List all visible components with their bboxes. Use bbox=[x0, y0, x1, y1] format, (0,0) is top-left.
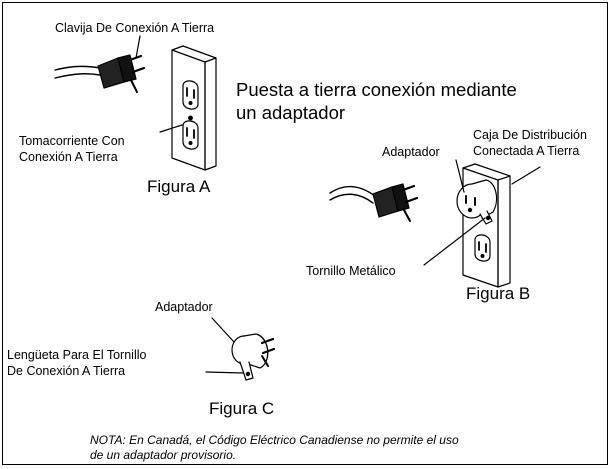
tab-label-line2: De Conexión A Tierra bbox=[7, 364, 126, 378]
figure-c-adapter-illustration bbox=[205, 317, 276, 381]
figure-a-caption: Figura A bbox=[147, 177, 211, 196]
box-label-line1: Caja De Distribución bbox=[473, 128, 587, 142]
screw-label: Tornillo Metálico bbox=[306, 264, 396, 278]
figure-b-plug-illustration bbox=[329, 183, 419, 222]
figure-b-caption: Figura B bbox=[466, 284, 531, 303]
tab-label-line1: Lengüeta Para El Tornillo bbox=[7, 348, 147, 362]
figure-b-adapter-label: Adaptador bbox=[382, 145, 440, 159]
plug-label: Clavija De Conexión A Tierra bbox=[55, 21, 215, 35]
note-line2: de un adaptador provisorio. bbox=[90, 448, 237, 462]
figure-c-caption: Figura C bbox=[209, 399, 275, 418]
grounded-plug-illustration bbox=[54, 35, 146, 93]
box-label-line2: Conectada A Tierra bbox=[473, 144, 580, 158]
grounded-outlet-illustration bbox=[159, 45, 217, 171]
diagram-border bbox=[2, 2, 608, 465]
figure-b-outlet-with-adapter bbox=[423, 159, 541, 288]
heading-line2: un adaptador bbox=[236, 102, 346, 123]
heading-line1: Puesta a tierra conexión mediante bbox=[236, 79, 517, 100]
outlet-label-line1: Tomacorriente Con bbox=[19, 134, 125, 148]
note-line1: NOTA: En Canadá, el Código Eléctrico Can… bbox=[90, 433, 459, 447]
figure-c-adapter-label: Adaptador bbox=[155, 300, 213, 314]
outlet-label-line2: Conexión A Tierra bbox=[19, 150, 118, 164]
